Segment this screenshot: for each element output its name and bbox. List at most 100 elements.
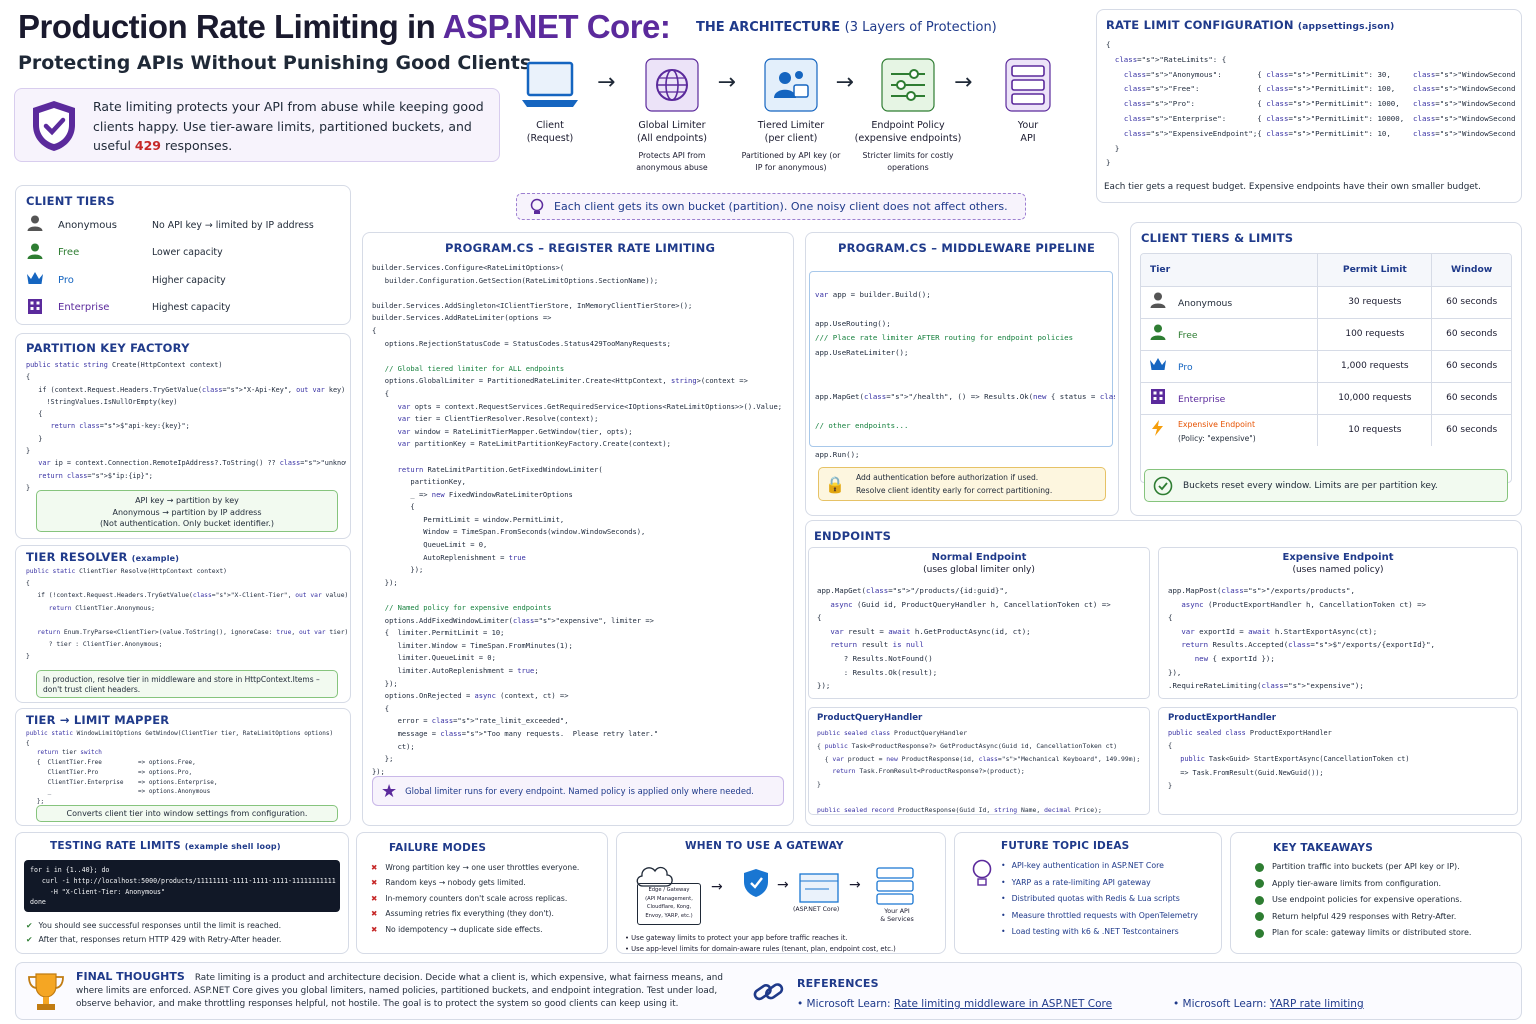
register-code-line: { limiter.PermitLimit = 10; (372, 628, 505, 638)
trophy-icon (28, 973, 64, 1010)
tiers-limits-note: Buckets reset every window. Limits are p… (1144, 469, 1508, 502)
register-code-line: return RateLimitPartition.GetFixedWindow… (397, 464, 603, 474)
arch-node-title: Your (1017, 120, 1039, 131)
config-code-line: class="s">"Anonymous": { class="s">"Perm… (1123, 69, 1516, 79)
terminal-line: -H "X-Client-Tier: Anonymous" (30, 887, 165, 896)
partition-code: public static string Create(HttpContext … (26, 359, 346, 494)
building-icon (26, 297, 48, 319)
register-code-line: options.OnRejected = async (context, ct)… (372, 691, 569, 701)
register-code-line: // Global tiered limiter for ALL endpoin… (372, 363, 565, 373)
page-title: Production Rate Limiting in ASP.NET Core… (18, 8, 671, 46)
mapper-code-line: }; (26, 797, 45, 805)
partition-code-line: return class="s">$"api-key:{key}"; (50, 422, 190, 431)
terminal-line: done (30, 898, 46, 907)
row-tier-sub: (Policy: "expensive") (1178, 434, 1256, 444)
lightbulb-icon (972, 859, 992, 886)
product-export-handler-code: public sealed class ProductExportHandler… (1168, 727, 1514, 793)
row-tier: Free (1178, 330, 1198, 341)
register-code-line: var tier = ClientTierResolver.Resolve(co… (397, 414, 599, 424)
row-window: 60 seconds (1446, 297, 1498, 307)
title-part-a: Production Rate Limiting in (18, 8, 443, 45)
arch-node-4: Endpoint Policy(expensive endpoints)Stri… (848, 56, 968, 174)
normal-endpoint-code-line: ? Results.NotFound() (817, 653, 933, 663)
link-icon (753, 983, 784, 1001)
shield-icon (744, 869, 768, 897)
future-item: •Load testing with k6 & .NET Testcontain… (1001, 927, 1179, 936)
partition-heading: PARTITION KEY FACTORY (26, 341, 190, 355)
config-code-line: class="s">"RateLimits": { (1114, 54, 1227, 64)
server-icon (968, 56, 1088, 114)
pipeline-code-box (809, 271, 1113, 447)
reference-link-1[interactable]: Rate limiting middleware in ASP.NET Core (893, 998, 1113, 1010)
partition-code-line: if (context.Request.Headers.TryGetValue(… (26, 385, 346, 394)
takeaways-list: Partition traffic into buckets (per API … (1255, 859, 1517, 942)
tier-name: Free (58, 247, 80, 258)
register-code-line: { (372, 388, 390, 398)
check-circle-icon (1255, 895, 1264, 905)
row-limit: 100 requests (1317, 318, 1433, 350)
row-limit: 10 requests (1317, 414, 1433, 446)
testing-check-item: ✔After that, responses return HTTP 429 w… (26, 934, 282, 944)
expensive-endpoint-code-line: return Results.Accepted(class="s">$"/exp… (1181, 640, 1435, 650)
server-window-icon (799, 873, 839, 903)
pipeline-code-line: /// Place rate limiter AFTER routing for… (815, 333, 1074, 343)
pipeline-code-line (815, 302, 1115, 317)
mapper-code: public static WindowLimitOptions GetWind… (26, 729, 348, 807)
config-code: { class="s">"RateLimits": { class="s">"A… (1106, 38, 1516, 171)
takeaway-item: Return helpful 429 responses with Retry-… (1255, 909, 1517, 926)
partition-code-line: public static string Create(HttpContext … (26, 361, 223, 369)
expensive-endpoint-code: app.MapPost(class="s">"/exports/products… (1168, 584, 1514, 693)
testing-check-item: ✔You should see successful responses unt… (26, 921, 282, 930)
config-code-line: { (1106, 40, 1111, 49)
register-code-line: }); (372, 678, 398, 688)
endpoints-card: ENDPOINTS Normal Endpoint (uses global l… (805, 520, 1522, 826)
config-code-line: class="s">"Pro": { class="s">"PermitLimi… (1123, 99, 1516, 109)
x-icon: ✖ (371, 893, 378, 903)
register-code-line (372, 589, 788, 602)
tier-name: Enterprise (58, 302, 110, 313)
resolver-code-line: return ClientTier.Anonymous; (48, 604, 155, 612)
expensive-endpoint-code-line: async (ProductExportHandler h, Cancellat… (1181, 599, 1427, 609)
laptop-icon (490, 56, 610, 114)
register-code-line (372, 287, 788, 300)
register-code-line (372, 451, 788, 464)
resolver-code-line: } (26, 653, 30, 661)
register-code-line: _ => new FixedWindowRateLimiterOptions (372, 489, 573, 499)
register-code-line: builder.Configuration.GetSection(RateLim… (372, 275, 659, 285)
program-pipeline-card: PROGRAM.CS – MIDDLEWARE PIPELINE var app… (805, 232, 1119, 516)
pipeline-code-line: // other endpoints... (815, 420, 909, 430)
takeaway-item: Plan for scale: gateway limits or distri… (1255, 925, 1517, 942)
failure-item: ✖In-memory counters don't scale across r… (371, 893, 568, 903)
x-icon: ✖ (371, 909, 378, 919)
row-window: 60 seconds (1446, 361, 1498, 371)
register-code-line: { (372, 325, 377, 335)
x-icon: ✖ (371, 924, 378, 934)
terminal-line: for i in {1..40}; do (30, 866, 110, 874)
mapper-code-line: ClientTier.Pro => options.Pro, (26, 768, 193, 776)
reference-2: • Microsoft Learn: YARP rate limiting (1173, 998, 1364, 1010)
arch-node-sub: API (1020, 133, 1036, 144)
star-icon: ★ (381, 780, 398, 802)
export-handler-code-line: public Task<Guid> StartExportAsync(Cance… (1180, 755, 1410, 764)
failure-heading: FAILURE MODES (389, 842, 487, 854)
architecture-flow: Client(Request)→Global Limiter(All endpo… (520, 56, 1090, 186)
user-tiers-icon (731, 56, 851, 114)
reference-link-2[interactable]: YARP rate limiting (1269, 998, 1364, 1010)
register-code-line: limiter.AutoReplenishment = true; (372, 666, 539, 675)
arch-node-sub: (All endpoints) (637, 133, 707, 144)
tier-desc: Higher capacity (152, 274, 226, 286)
expensive-endpoint-code-line: new { exportId }); (1194, 653, 1275, 663)
client-tiers-heading: CLIENT TIERS (26, 194, 115, 208)
normal-endpoint-code-line: : Results.Ok(result); (817, 667, 938, 677)
title-part-b: ASP.NET Core: (442, 8, 671, 45)
lightbulb-icon (530, 198, 544, 214)
partition-code-line: } (26, 447, 31, 456)
intro-box: Rate limiting protects your API from abu… (14, 88, 500, 162)
program-register-card: PROGRAM.CS – REGISTER RATE LIMITING buil… (362, 232, 794, 826)
